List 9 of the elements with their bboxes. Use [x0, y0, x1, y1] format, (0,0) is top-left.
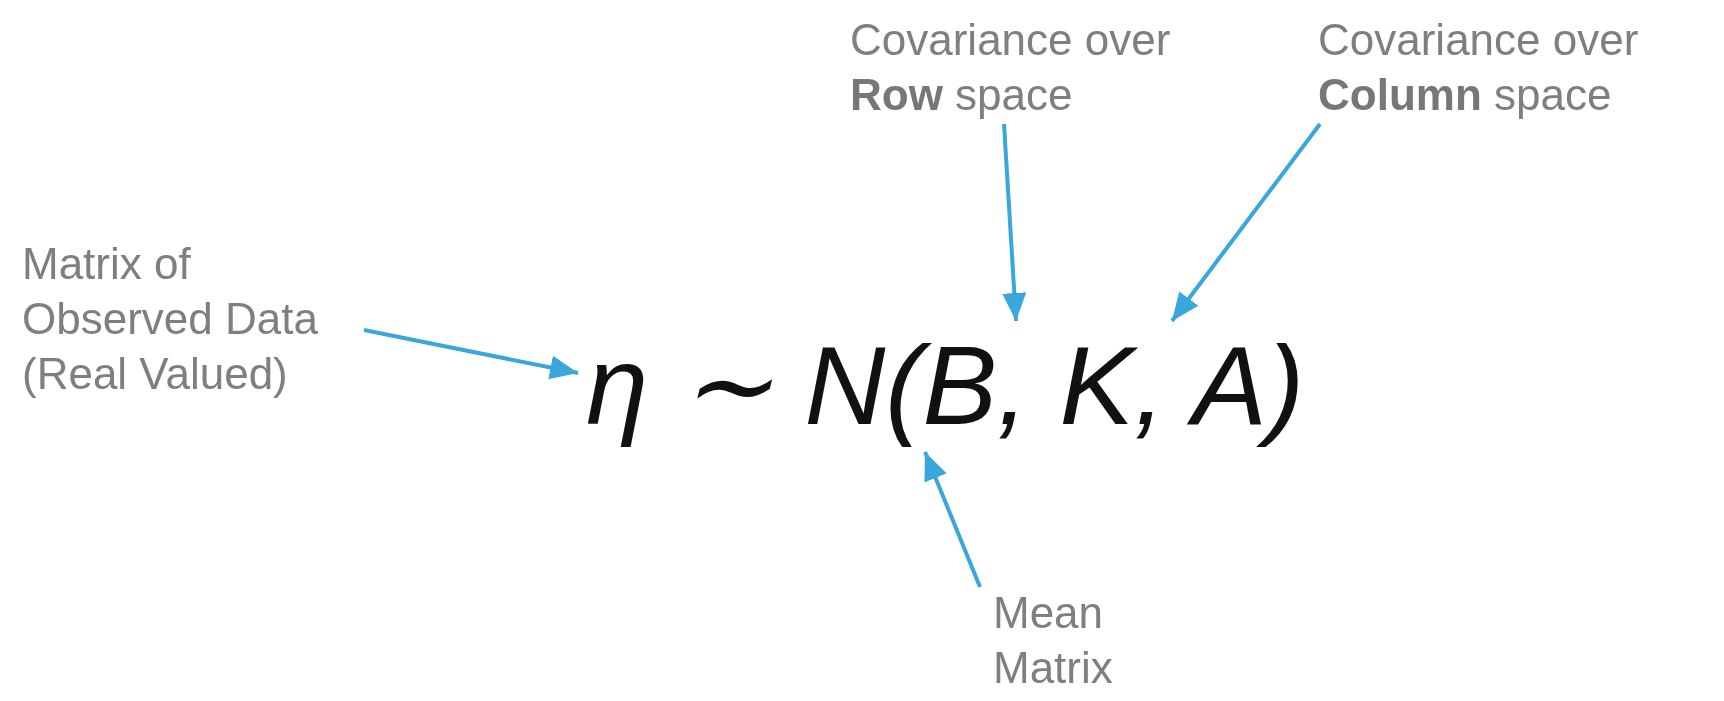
annotation-text: Covariance over Row space	[850, 12, 1210, 122]
annotation-text: Mean Matrix	[993, 585, 1163, 695]
arrow	[1002, 123, 1027, 322]
formula: η ∼ N(B, K, A)	[580, 322, 1311, 450]
arrow	[1170, 122, 1322, 323]
annotation-text: Covariance over Column space	[1318, 12, 1698, 122]
annotation-text: Matrix of Observed Data (Real Valued)	[22, 236, 362, 401]
arrow	[923, 451, 982, 588]
arrow	[363, 328, 579, 380]
